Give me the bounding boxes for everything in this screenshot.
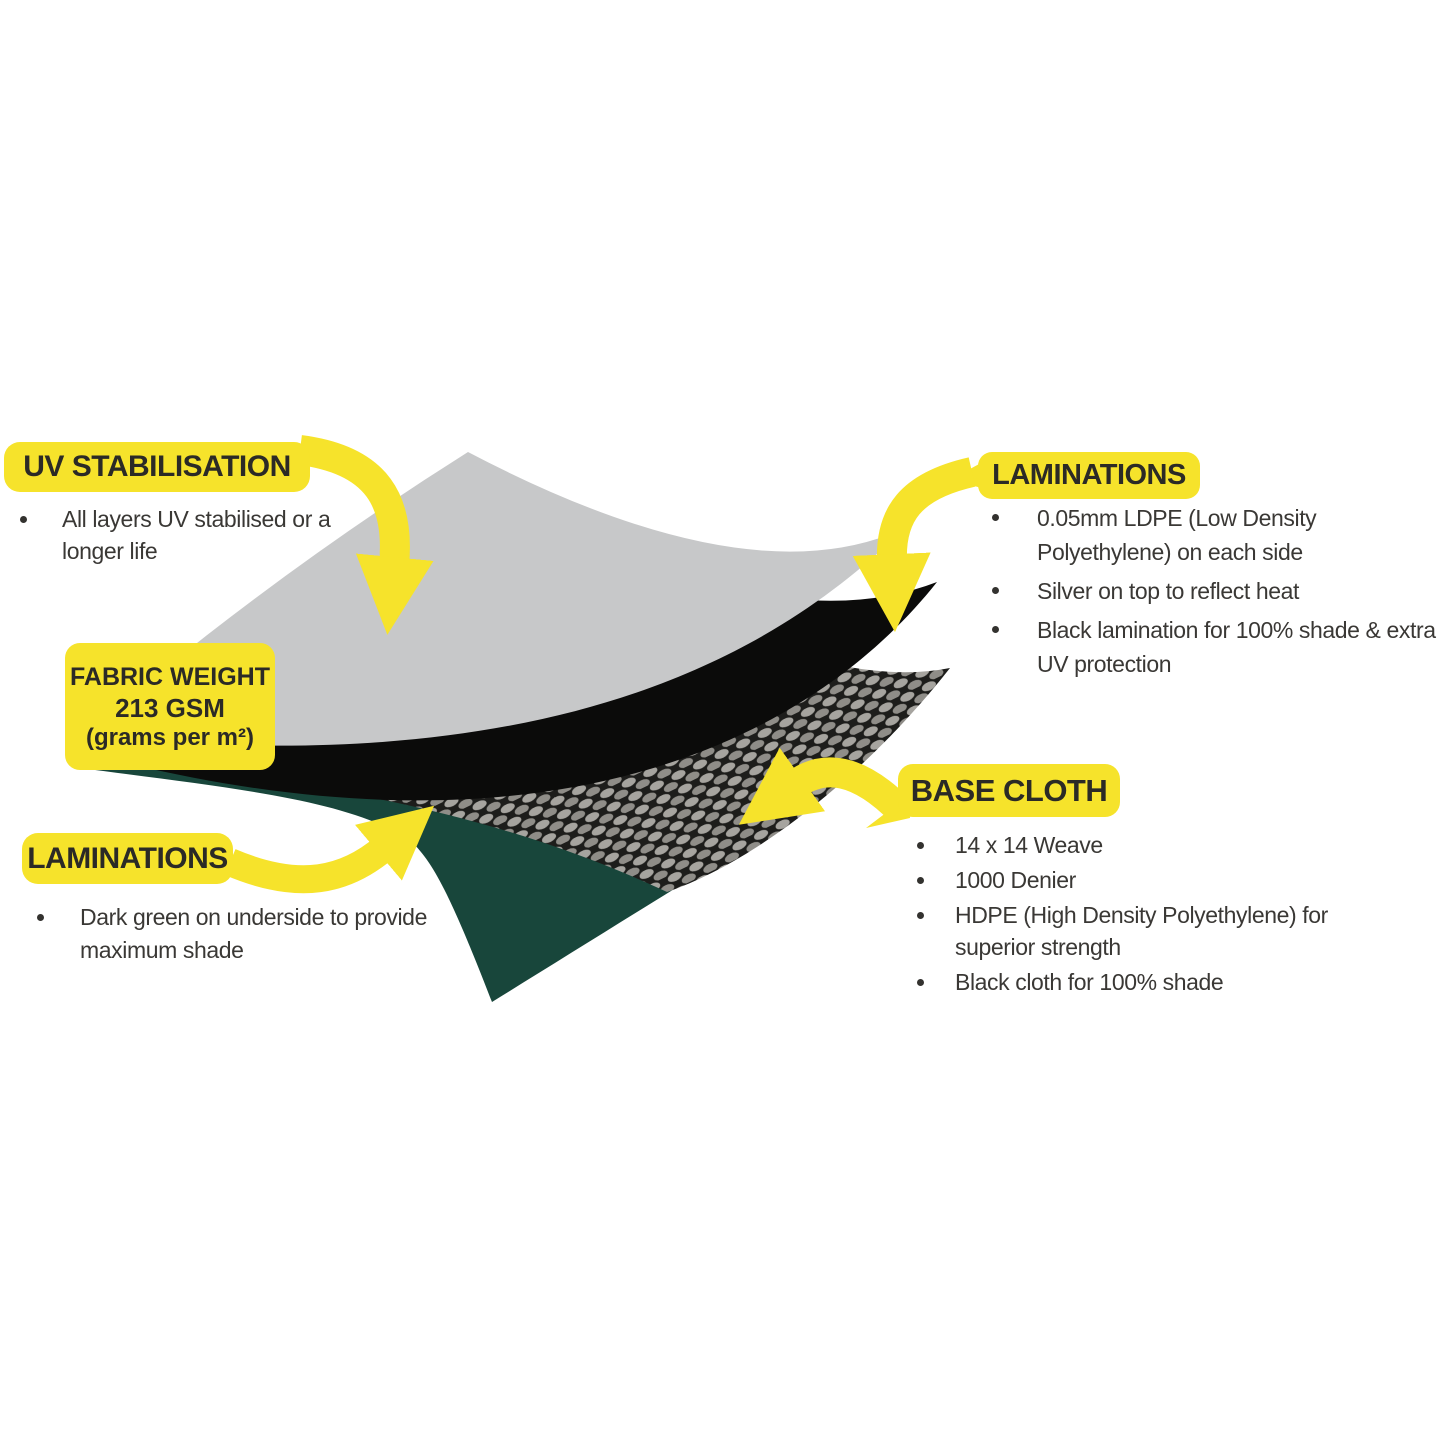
list-item: Black lamination for 100% shade & extra … (991, 613, 1436, 681)
bullet-line: HDPE (High Density Polyethylene) for (955, 902, 1328, 928)
base-cloth-label: BASE CLOTH (898, 764, 1120, 817)
list-item: 14 x 14 Weave (917, 829, 1328, 861)
bullet-dot-icon (37, 914, 44, 921)
bullet-line: Silver on top to reflect heat (1037, 578, 1299, 604)
base-cloth-title: BASE CLOTH (910, 772, 1108, 808)
base-cloth-arrow (738, 747, 911, 825)
bullet-line: 1000 Denier (955, 867, 1076, 893)
laminations-left-title: LAMINATIONS (27, 841, 228, 875)
bullet-line: Black cloth for 100% shade (955, 969, 1224, 995)
bullet-dot-icon (992, 587, 999, 594)
laminations-left-label: LAMINATIONS (22, 833, 233, 884)
bullet-line: longer life (62, 538, 158, 564)
list-item: Dark green on underside to provide maxim… (37, 901, 427, 967)
laminations-left-bullets: Dark green on underside to provide maxim… (37, 901, 427, 967)
list-item: HDPE (High Density Polyethylene) for sup… (917, 899, 1328, 963)
bullet-dot-icon (917, 979, 924, 986)
bullet-line: UV protection (1037, 651, 1172, 677)
bullet-dot-icon (917, 877, 924, 884)
list-item: 1000 Denier (917, 864, 1328, 896)
laminations-right-label: LAMINATIONS (978, 452, 1200, 499)
bullet-line: Black lamination for 100% shade & extra (1037, 617, 1436, 643)
bullet-line: All layers UV stabilised or a (62, 506, 331, 532)
bullet-dot-icon (917, 842, 924, 849)
bullet-dot-icon (992, 626, 999, 633)
base-cloth-bullets: 14 x 14 Weave 1000 Denier HDPE (High Den… (917, 829, 1328, 1001)
fabric-weight-line2: 213 GSM (115, 693, 225, 723)
fabric-weight-box: FABRIC WEIGHT 213 GSM (grams per m²) (65, 643, 275, 770)
uv-stabilisation-arrow (297, 435, 434, 635)
laminations-right-bullets: 0.05mm LDPE (Low Density Polyethylene) o… (991, 501, 1436, 686)
bullet-dot-icon (992, 514, 999, 521)
bullet-line: maximum shade (80, 937, 244, 963)
bullet-line: 14 x 14 Weave (955, 832, 1103, 858)
bullet-dot-icon (20, 516, 27, 523)
uv-stabilisation-label: UV STABILISATION (4, 442, 310, 492)
bullet-line: 0.05mm LDPE (Low Density (1037, 505, 1317, 531)
list-item: 0.05mm LDPE (Low Density Polyethylene) o… (991, 501, 1436, 569)
fabric-weight-line1: FABRIC WEIGHT (70, 663, 270, 691)
laminations-left-arrow (224, 805, 435, 894)
bullet-line: superior strength (955, 934, 1121, 960)
bullet-line: Polyethylene) on each side (1037, 539, 1303, 565)
list-item: Black cloth for 100% shade (917, 966, 1328, 998)
list-item: Silver on top to reflect heat (991, 574, 1436, 608)
uv-stabilisation-title: UV STABILISATION (23, 450, 291, 483)
bullet-dot-icon (917, 912, 924, 919)
silver-lamination-layer (85, 452, 905, 746)
bullet-line: Dark green on underside to provide (80, 904, 427, 930)
list-item: All layers UV stabilised or a longer lif… (20, 503, 331, 567)
fabric-weight-line3: (grams per m²) (85, 724, 255, 751)
laminations-right-title: LAMINATIONS (992, 459, 1186, 491)
uv-stabilisation-bullets: All layers UV stabilised or a longer lif… (20, 503, 331, 567)
laminations-right-arrow (852, 457, 976, 633)
